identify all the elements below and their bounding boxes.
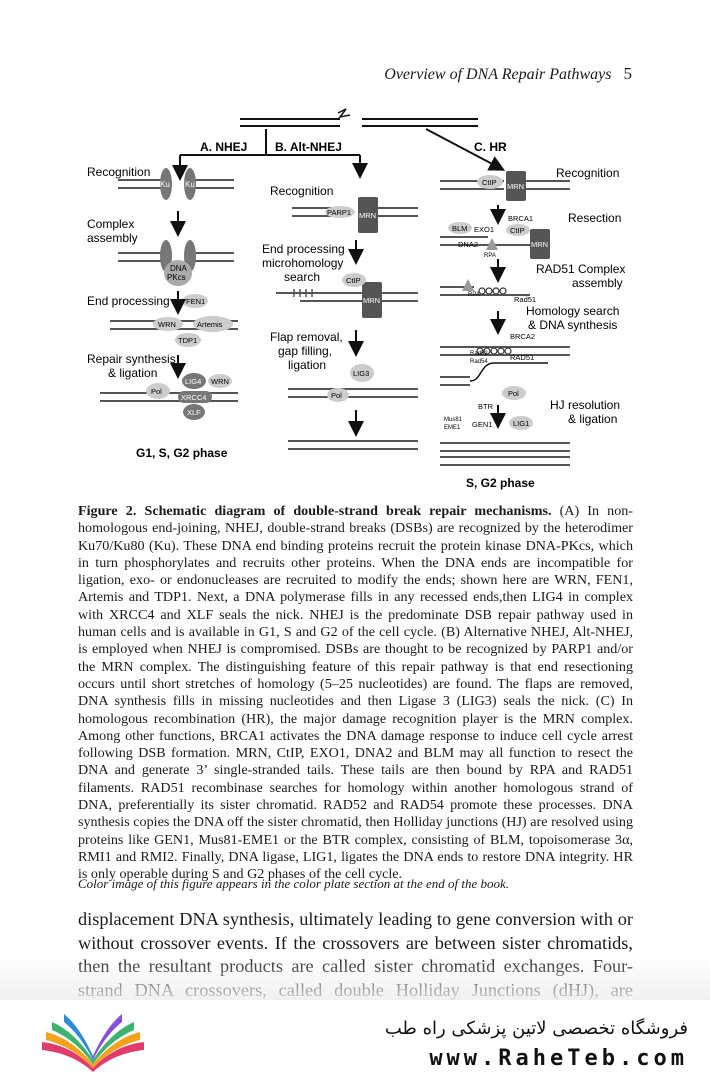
parp1-label: PARP1 bbox=[327, 208, 351, 217]
alt-step-gap-filling: gap filling, bbox=[278, 344, 332, 358]
dsb-repair-figure: A. NHEJ B. Alt-NHEJ C. HR Ku Ku DNA PKcs… bbox=[78, 105, 638, 500]
section-c-label: C. HR bbox=[474, 140, 507, 154]
nhej-column: Ku Ku DNA PKcs FEN1 WRN Artemis TDP1 LIG… bbox=[87, 165, 238, 460]
hr-step-homology-search: Homology search bbox=[526, 304, 619, 318]
ku-left-label: Ku bbox=[160, 180, 170, 189]
alt-mrn-label: MRN bbox=[359, 211, 376, 220]
eme1-label: EME1 bbox=[444, 425, 461, 431]
page-number: 5 bbox=[624, 64, 633, 83]
hr-ctip-label-2: CtIP bbox=[510, 226, 525, 235]
dna-pkcs-label-2: PKcs bbox=[167, 273, 186, 282]
hr-step-recognition: Recognition bbox=[556, 166, 619, 180]
alt-ctip-label: CtIP bbox=[346, 276, 361, 285]
fen1-label: FEN1 bbox=[186, 297, 205, 306]
blm-label: BLM bbox=[452, 224, 467, 233]
hr-step-resection: Resection bbox=[568, 211, 621, 225]
hr-ctip-label: CtIP bbox=[482, 178, 497, 187]
btr-label: BTR bbox=[478, 402, 494, 411]
hr-step-ligation: & ligation bbox=[568, 412, 617, 426]
exo1-label: EXO1 bbox=[474, 225, 494, 234]
section-b-label: B. Alt-NHEJ bbox=[275, 140, 342, 154]
alt-mrn-label-2: MRN bbox=[363, 296, 380, 305]
dna-pkcs-label-1: DNA bbox=[170, 264, 188, 273]
store-url[interactable]: www.RaheTeb.com bbox=[429, 1046, 688, 1071]
xlf-label: XLF bbox=[187, 408, 201, 417]
nhej-wrn-label: WRN bbox=[211, 377, 229, 386]
nhej-step-recognition: Recognition bbox=[87, 165, 150, 179]
alt-step-microhomology: microhomology bbox=[262, 256, 343, 270]
nhej-step-complex: Complex bbox=[87, 217, 134, 231]
nhej-step-assembly: assembly bbox=[87, 231, 138, 245]
hr-rpa-label-2: RPA bbox=[468, 292, 480, 298]
nhej-phase-label: G1, S, G2 phase bbox=[136, 446, 228, 460]
nhej-step-ligation: & ligation bbox=[108, 366, 157, 380]
figure-caption: Figure 2. Schematic diagram of double-st… bbox=[78, 503, 633, 884]
alt-step-recognition: Recognition bbox=[270, 184, 333, 198]
section-a-label: A. NHEJ bbox=[200, 140, 247, 154]
color-note: Color image of this figure appears in th… bbox=[78, 876, 633, 892]
hr-step-assembly: assembly bbox=[572, 276, 623, 290]
hr-mrn-label: MRN bbox=[507, 182, 524, 191]
store-name: فروشگاه تخصصی لاتین پزشکی راه طب bbox=[385, 1018, 688, 1039]
bottom-fade bbox=[0, 955, 710, 1005]
alt-nhej-column: MRN PARP1 MRN CtIP LIG3 Pol Recognition … bbox=[262, 184, 418, 449]
rad51-label: Rad51 bbox=[514, 295, 536, 304]
alt-step-flap-removal: Flap removal, bbox=[270, 330, 343, 344]
brca2-label: BRCA2 bbox=[510, 332, 535, 341]
brca1-label: BRCA1 bbox=[508, 214, 533, 223]
hr-step-hj-resolution: HJ resolution bbox=[550, 398, 620, 412]
gen1-label: GEN1 bbox=[472, 420, 492, 429]
lig1-label: LIG1 bbox=[513, 419, 529, 428]
mus81-label: Mus81 bbox=[444, 417, 463, 423]
alt-pol-label: Pol bbox=[331, 391, 342, 400]
hr-mrn-label-2: MRN bbox=[531, 240, 548, 249]
artemis-label: Artemis bbox=[197, 320, 223, 329]
hr-column: CtIP MRN BRCA1 BLM EXO1 CtIP MRN DNA2 RP… bbox=[440, 166, 625, 490]
hr-step-dna-synthesis: & DNA synthesis bbox=[528, 318, 617, 332]
wrn-label: WRN bbox=[158, 320, 176, 329]
store-banner: فروشگاه تخصصی لاتین پزشکی راه طب www.Rah… bbox=[0, 1000, 710, 1080]
hr-rpa-label-1: RPA bbox=[484, 253, 496, 259]
running-header: Overview of DNA Repair Pathways 5 bbox=[384, 64, 632, 84]
alt-step-end-processing: End processing bbox=[262, 242, 345, 256]
alt-step-search: search bbox=[284, 270, 320, 284]
caption-title: Figure 2. Schematic diagram of double-st… bbox=[78, 503, 551, 519]
dna2-label: DNA2 bbox=[458, 240, 478, 249]
tdp1-label: TDP1 bbox=[178, 336, 197, 345]
running-header-title: Overview of DNA Repair Pathways bbox=[384, 66, 611, 83]
xrcc4-label: XRCC4 bbox=[181, 393, 206, 402]
hr-phase-label: S, G2 phase bbox=[466, 476, 535, 490]
hr-pol-label: Pol bbox=[508, 389, 519, 398]
hr-step-rad51-complex: RAD51 Complex bbox=[536, 262, 625, 276]
rad54-label: Rad54 bbox=[470, 359, 488, 365]
rad52-label: Rad52 bbox=[470, 351, 488, 357]
caption-text: (A) In non-homologous end-joining, NHEJ,… bbox=[78, 503, 633, 882]
ku-right-label: Ku bbox=[185, 180, 195, 189]
nhej-pol-label: Pol bbox=[151, 387, 162, 396]
nhej-step-end-processing: End processing bbox=[87, 294, 170, 308]
alt-step-ligation: ligation bbox=[288, 358, 326, 372]
nhej-step-repair-synthesis: Repair synthesis bbox=[87, 352, 176, 366]
rad51-cap-label: RAD51 bbox=[510, 353, 534, 362]
lig4-label: LIG4 bbox=[185, 377, 201, 386]
book-logo-icon bbox=[38, 1008, 148, 1074]
lig3-label: LIG3 bbox=[353, 369, 369, 378]
